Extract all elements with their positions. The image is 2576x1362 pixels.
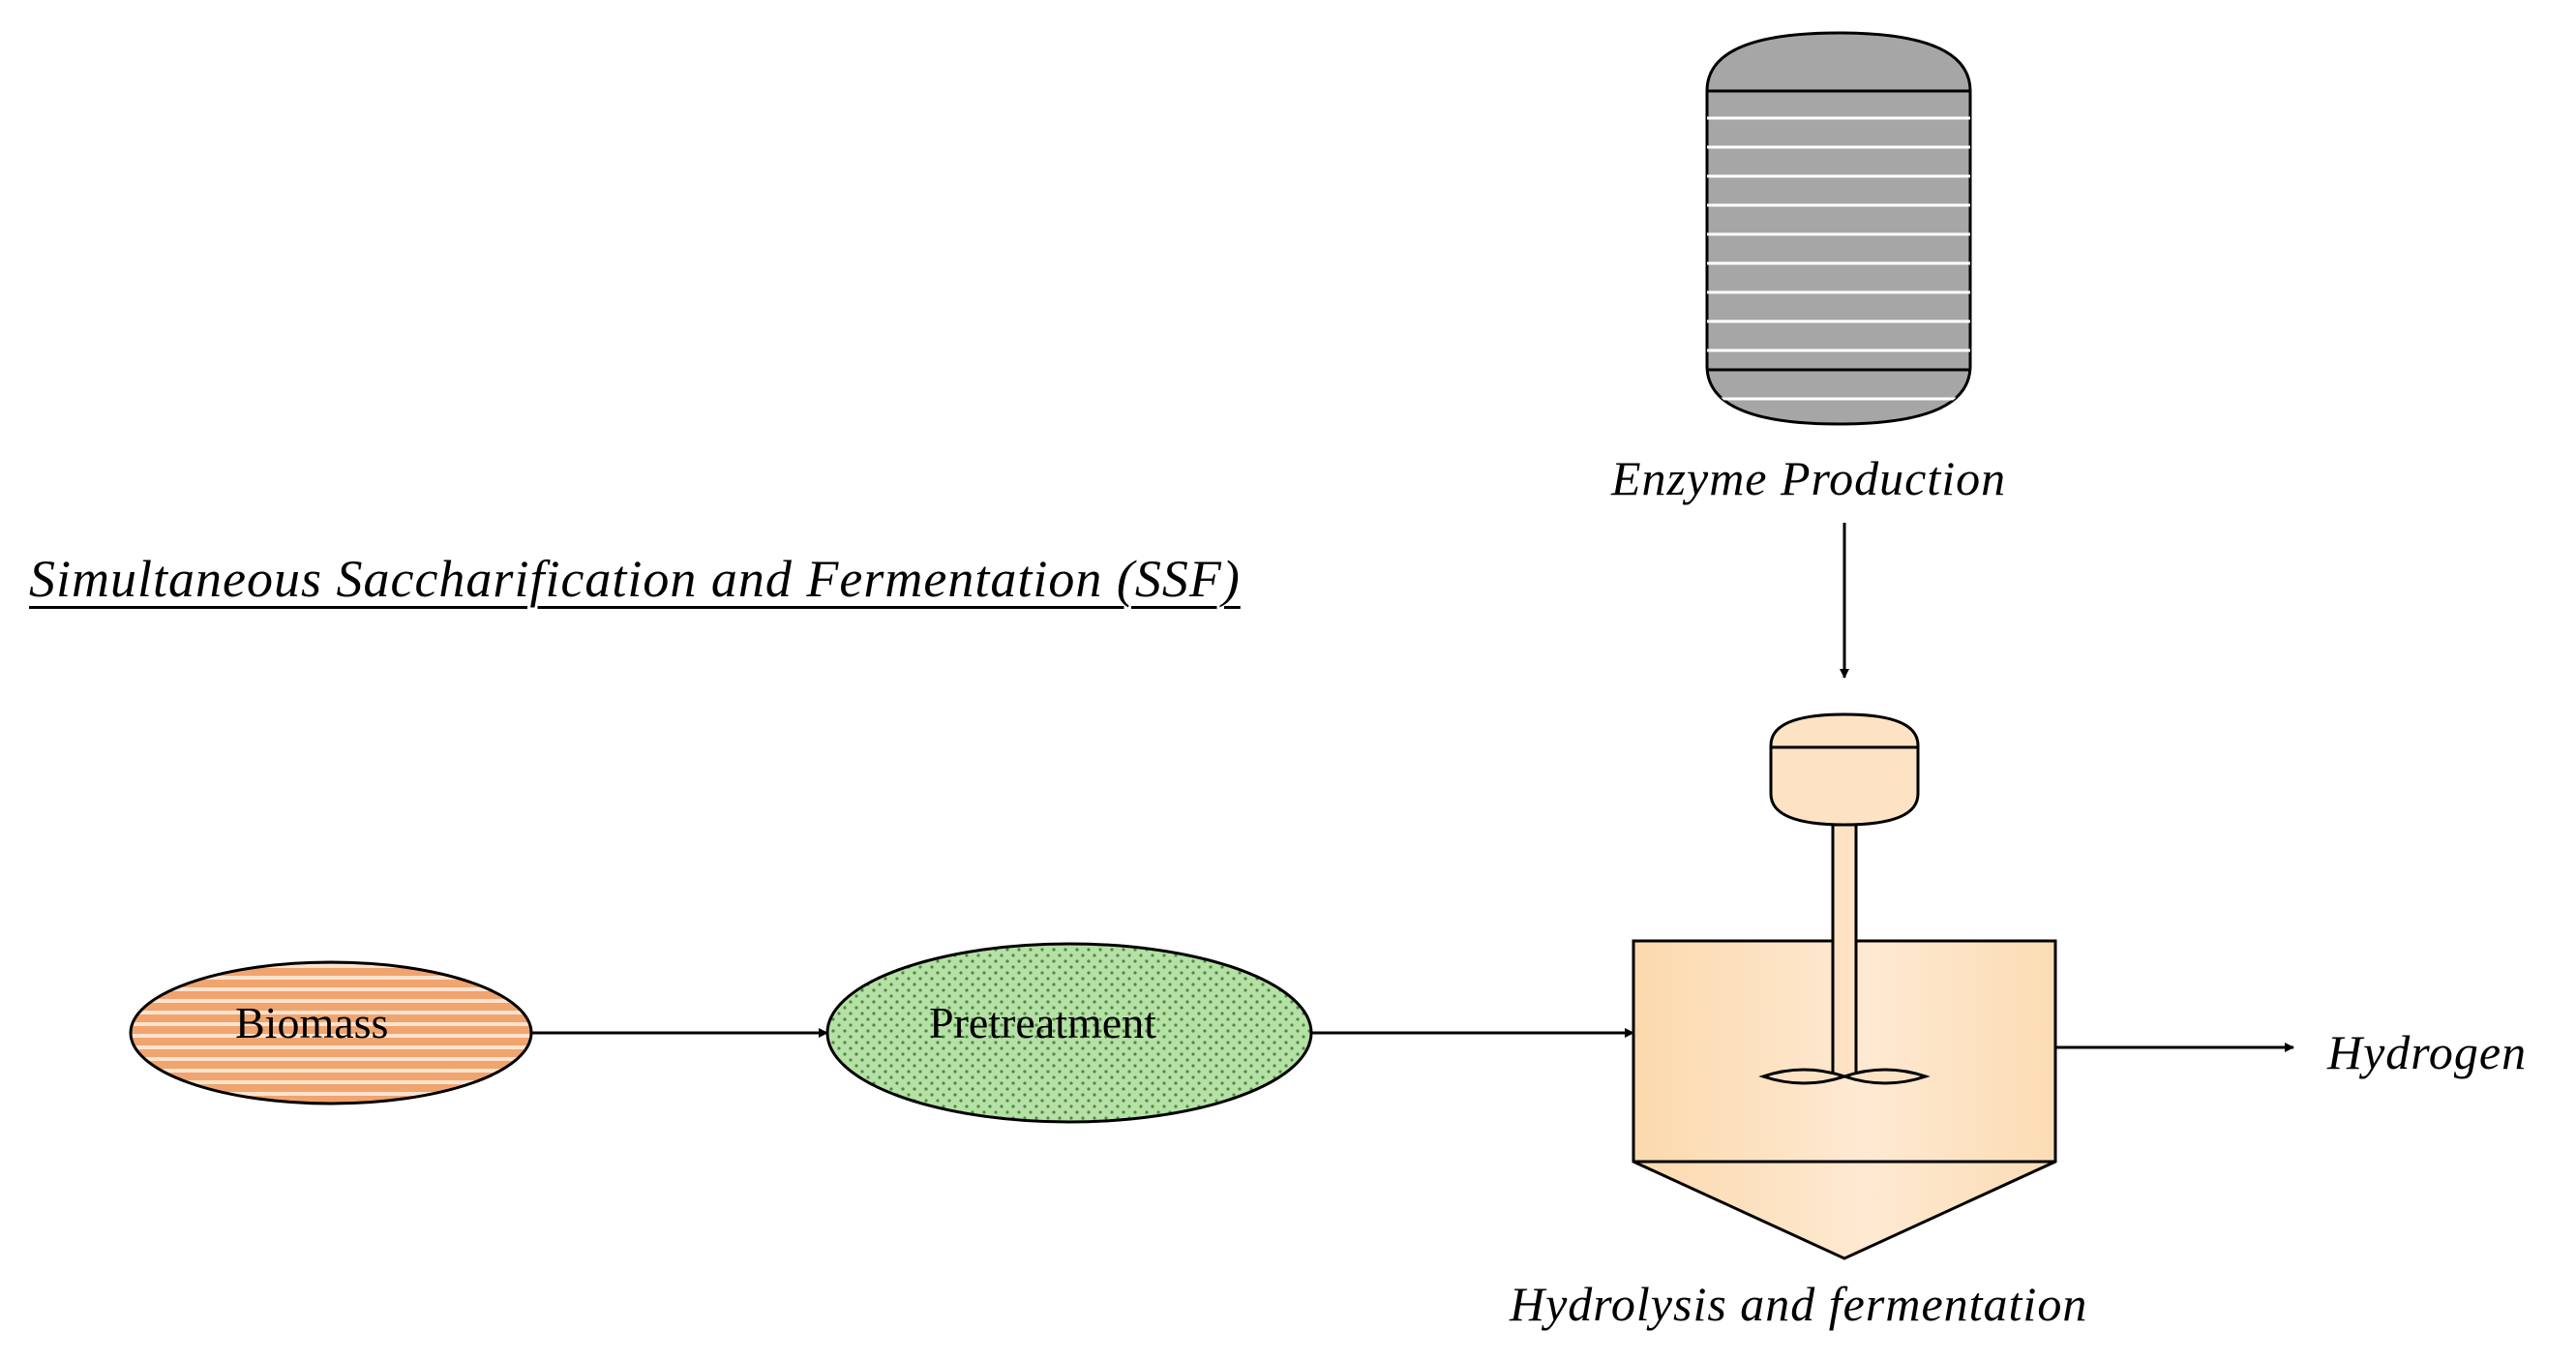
- hydrogen-label: Hydrogen: [2327, 1025, 2528, 1079]
- diagram-title: Simultaneous Saccharification and Fermen…: [29, 550, 1241, 608]
- reactor-label: Hydrolysis and fermentation: [1510, 1277, 2088, 1331]
- reactor-vessel-icon: [1632, 939, 2057, 1260]
- agitator-icon: [1758, 823, 1931, 1085]
- enzyme-production-label: Enzyme Production: [1611, 451, 2007, 505]
- reactor-motor-icon: [1769, 712, 1920, 827]
- biomass-label: Biomass: [235, 998, 389, 1047]
- enzyme-production-tank-icon: [1705, 31, 1972, 426]
- pretreatment-label: Pretreatment: [929, 998, 1157, 1047]
